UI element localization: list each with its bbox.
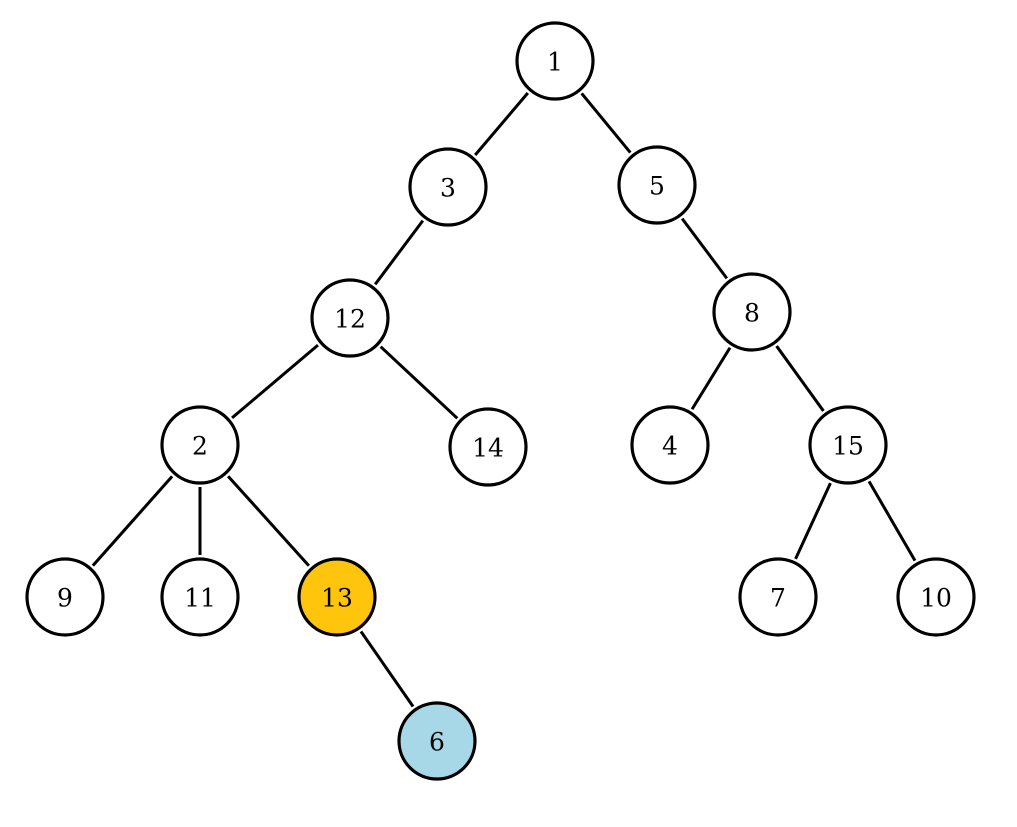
tree-edge-2-9	[91, 475, 174, 567]
tree-node-14[interactable]: 14	[448, 407, 528, 487]
tree-node-5[interactable]: 5	[617, 145, 697, 225]
node-label-5: 5	[649, 172, 665, 201]
tree-edge-8-15	[775, 345, 825, 412]
tree-edge-8-4	[690, 346, 732, 411]
tree-node-13[interactable]: 13	[297, 557, 377, 637]
node-circle-3[interactable]	[408, 147, 488, 227]
node-label-14: 14	[472, 434, 504, 463]
node-circle-5[interactable]	[617, 145, 697, 225]
tree-node-2[interactable]: 2	[160, 405, 240, 485]
tree-edge-3-12	[373, 219, 425, 286]
node-circle-15[interactable]	[808, 405, 888, 485]
tree-node-8[interactable]: 8	[712, 272, 792, 352]
tree-node-12[interactable]: 12	[310, 278, 390, 358]
tree-edge-1-3	[474, 92, 529, 156]
node-circle-4[interactable]	[630, 405, 710, 485]
tree-edge-12-2	[231, 343, 319, 420]
node-label-4: 4	[662, 432, 678, 461]
node-label-3: 3	[440, 174, 456, 203]
node-circle-6[interactable]	[397, 701, 477, 781]
tree-node-6[interactable]: 6	[397, 701, 477, 781]
tree-edge-12-14	[379, 345, 459, 420]
tree-node-15[interactable]: 15	[808, 405, 888, 485]
tree-edge-2-13	[227, 475, 310, 567]
tree-node-4[interactable]: 4	[630, 405, 710, 485]
node-label-9: 9	[57, 584, 73, 613]
node-label-11: 11	[184, 584, 216, 613]
node-label-2: 2	[192, 432, 208, 461]
node-circle-8[interactable]	[712, 272, 792, 352]
node-label-8: 8	[744, 299, 760, 328]
node-circle-9[interactable]	[25, 557, 105, 637]
node-circle-13[interactable]	[297, 557, 377, 637]
node-circle-2[interactable]	[160, 405, 240, 485]
node-label-15: 15	[832, 432, 864, 461]
tree-node-10[interactable]: 10	[896, 557, 976, 637]
node-circle-7[interactable]	[738, 557, 818, 637]
node-circle-11[interactable]	[160, 557, 240, 637]
tree-node-7[interactable]: 7	[738, 557, 818, 637]
tree-edge-15-7	[794, 482, 832, 560]
tree-edge-5-8	[680, 217, 729, 280]
node-label-6: 6	[429, 728, 445, 757]
tree-edge-15-10	[867, 480, 917, 562]
node-label-1: 1	[547, 48, 563, 77]
node-circle-14[interactable]	[448, 407, 528, 487]
node-label-10: 10	[920, 584, 952, 613]
tree-node-9[interactable]: 9	[25, 557, 105, 637]
node-label-7: 7	[770, 584, 786, 613]
tree-edge-1-5	[580, 92, 632, 154]
node-label-12: 12	[334, 305, 366, 334]
node-circle-1[interactable]	[515, 21, 595, 101]
node-label-13: 13	[321, 584, 353, 613]
tree-node-11[interactable]: 11	[160, 557, 240, 637]
node-circle-12[interactable]	[310, 278, 390, 358]
edges-layer	[91, 92, 917, 708]
node-circle-10[interactable]	[896, 557, 976, 637]
tree-node-3[interactable]: 3	[408, 147, 488, 227]
tree-edge-13-6	[359, 630, 415, 708]
tree-node-1[interactable]: 1	[515, 21, 595, 101]
